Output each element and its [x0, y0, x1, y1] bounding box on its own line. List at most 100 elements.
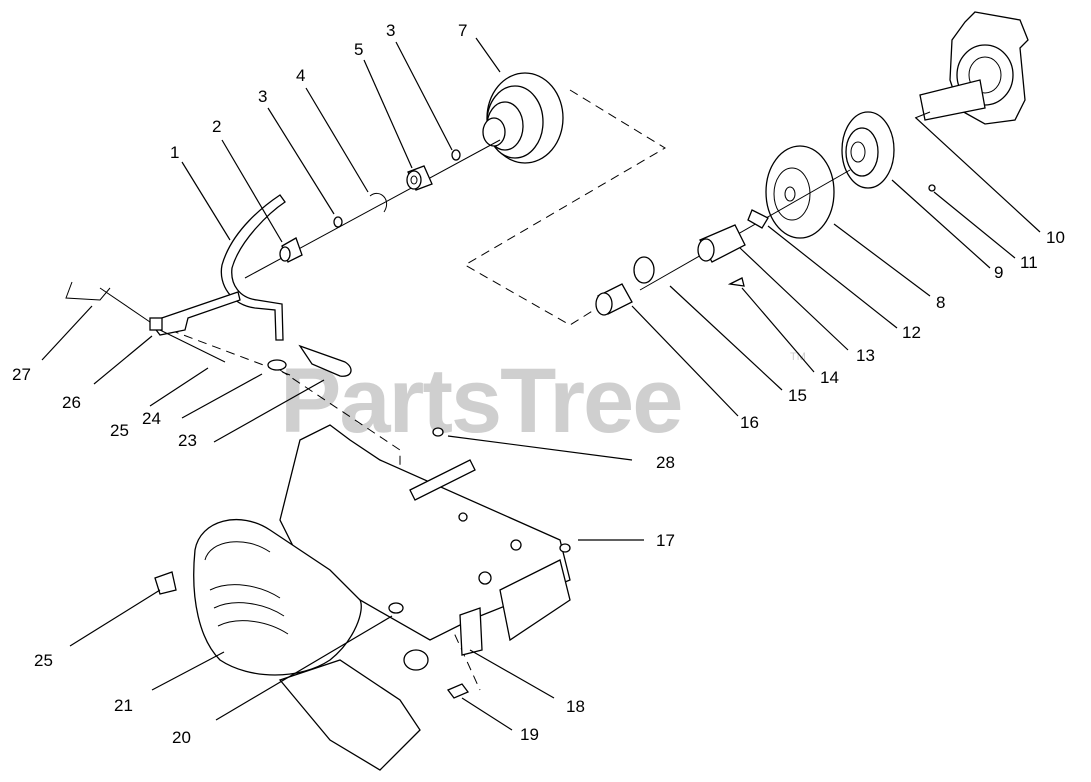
leader-15	[669, 285, 783, 391]
leader-4	[305, 87, 369, 193]
callout-9: 9	[994, 263, 1003, 282]
housing-part-21	[193, 518, 362, 676]
shift-plate	[148, 291, 241, 336]
leader-13	[739, 247, 849, 351]
callout-3: 3	[386, 21, 395, 40]
callout-2: 2	[212, 117, 221, 136]
callout-3: 3	[258, 87, 267, 106]
clip-part-27	[65, 281, 111, 301]
screw-part-14	[727, 277, 745, 287]
ring-part-3b	[451, 149, 461, 161]
leader-12	[767, 225, 898, 329]
frame-hole	[510, 539, 522, 551]
leader-8	[833, 223, 931, 297]
leader-21	[151, 651, 225, 691]
key-part-10	[914, 111, 931, 119]
callout-25: 25	[110, 421, 129, 440]
callout-27: 27	[12, 365, 31, 384]
leader-9	[891, 179, 991, 269]
callout-17: 17	[656, 531, 675, 550]
callout-10: 10	[1046, 228, 1065, 247]
bracket-part-23	[298, 344, 352, 377]
right-axis-line	[639, 169, 851, 291]
leader-27	[41, 305, 93, 361]
pivot-part-26	[149, 317, 163, 331]
leader-11	[933, 191, 1016, 259]
watermark-tm: TM	[790, 351, 806, 363]
leader-14	[741, 287, 815, 373]
bracket-part-18	[459, 607, 483, 656]
callout-20: 20	[172, 728, 191, 747]
pulley-part-7	[482, 72, 564, 164]
callout-25: 25	[34, 651, 53, 670]
housing-slot	[209, 584, 281, 599]
callout-8: 8	[936, 293, 945, 312]
washer-part-24	[267, 359, 287, 371]
callout-21: 21	[114, 696, 133, 715]
snap-ring-part-4	[369, 192, 388, 213]
callout-26: 26	[62, 393, 81, 412]
leader-5	[363, 59, 413, 169]
spring-part-25-top	[159, 329, 226, 363]
callout-16: 16	[740, 413, 759, 432]
leader-18	[469, 649, 555, 699]
coupling-part-2	[279, 237, 303, 263]
leader-25b	[69, 589, 161, 647]
spacer-part-13	[697, 224, 746, 263]
leader-3b	[395, 41, 453, 151]
leader-20	[215, 615, 393, 721]
bearing-part-16	[595, 283, 633, 316]
frame-hole	[478, 571, 492, 585]
callout-5: 5	[354, 40, 363, 59]
axle-shaft	[409, 459, 476, 501]
housing-slot	[213, 602, 285, 617]
nut-part-28	[432, 427, 444, 437]
frame-hole	[458, 512, 468, 522]
callout-28: 28	[656, 453, 675, 472]
callout-13: 13	[856, 346, 875, 365]
leader-25a	[149, 367, 209, 407]
washer-part-20	[388, 602, 404, 614]
housing-slot	[217, 620, 289, 635]
engine-housing	[919, 11, 1029, 125]
bolt-part-19	[446, 683, 470, 699]
ring-part-15	[633, 256, 655, 284]
housing-contour	[204, 541, 271, 561]
leader-3a	[267, 107, 335, 215]
knob-part-25	[154, 571, 177, 595]
leader-26	[93, 335, 153, 385]
callout-11: 11	[1020, 253, 1038, 272]
leader-23	[213, 379, 325, 443]
callout-12: 12	[902, 323, 921, 342]
callout-15: 15	[788, 386, 807, 405]
leader-19	[461, 697, 513, 731]
lower-panel	[278, 659, 421, 771]
ring-part-3a	[333, 216, 343, 228]
clip-link	[99, 287, 151, 323]
callout-14: 14	[820, 368, 839, 387]
callout-23: 23	[178, 431, 197, 450]
callout-7: 7	[458, 21, 467, 40]
leader-1	[181, 161, 231, 241]
callout-19: 19	[520, 725, 539, 744]
leader-28	[447, 435, 633, 461]
leader-7	[475, 37, 501, 73]
side-bracket	[499, 559, 571, 642]
setscrew-part-11	[928, 184, 936, 192]
callout-4: 4	[296, 66, 305, 85]
leader-10	[915, 117, 1041, 233]
nut-part-17	[559, 543, 571, 553]
pulley-part-9	[841, 111, 895, 189]
leader-16	[631, 305, 739, 417]
callout-18: 18	[566, 697, 585, 716]
bushing-part-5	[406, 165, 433, 191]
leader-2	[221, 139, 283, 243]
key-part-12	[747, 209, 769, 229]
leader-24	[181, 373, 263, 419]
pulley-part-8	[765, 145, 835, 239]
shift-rod-part-1	[220, 194, 286, 341]
callout-1: 1	[170, 143, 179, 162]
knob-20	[403, 649, 429, 671]
callout-24: 24	[142, 409, 161, 428]
